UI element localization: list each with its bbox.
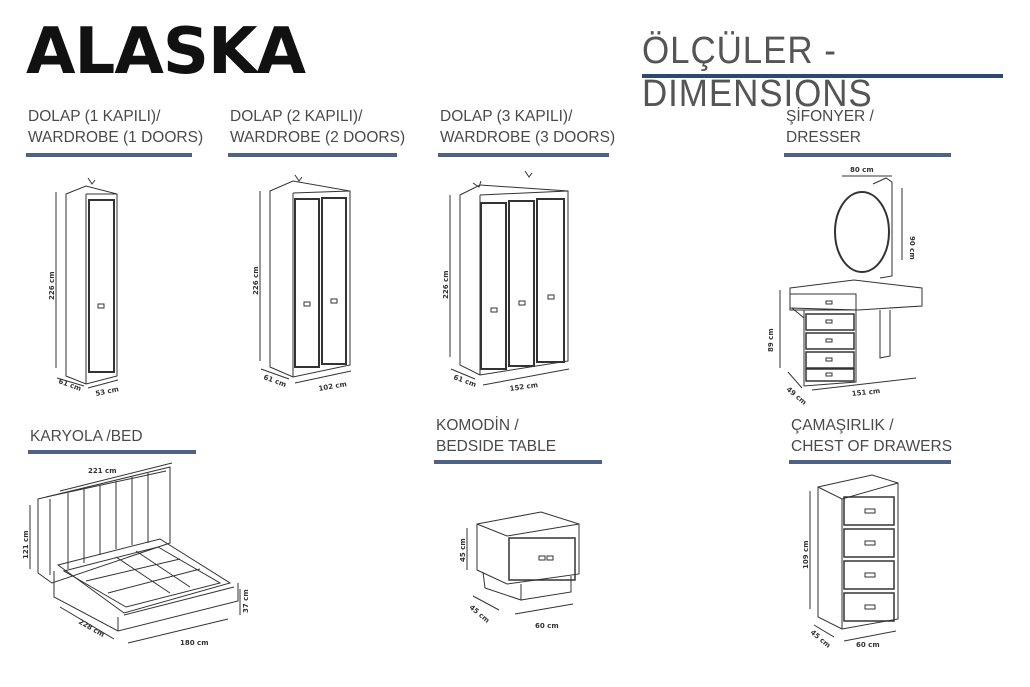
wardrobe2-drawing: 226 cm 61 cm 102 cm (252, 174, 352, 393)
wardrobe1-width-label: 53 cm (95, 385, 120, 398)
wardrobe2-label-tr: DOLAP (2 KAPILI)/ (230, 108, 363, 125)
bedside-drawing: 45 cm 45 cm 60 cm (459, 511, 580, 630)
dimensions-title-underline (642, 74, 1003, 78)
dresser-mirror-height-label: 90 cm (908, 236, 916, 260)
bedside-height-label: 45 cm (459, 538, 467, 562)
bedside-label: KOMODİN / BEDSIDE TABLE (436, 415, 556, 457)
brand-logo: ALASKA (26, 15, 306, 89)
dresser-label-tr: ŞİFONYER / (786, 108, 874, 125)
wardrobe3-label-en: WARDROBE (3 DOORS) (440, 129, 616, 146)
dresser-label: ŞİFONYER / DRESSER (786, 106, 874, 148)
bed-label: KARYOLA /BED (30, 426, 143, 447)
chest-width-label: 60 cm (856, 641, 880, 649)
wardrobe1-underline (26, 153, 192, 157)
bed-label-text: KARYOLA /BED (30, 428, 143, 445)
wardrobe3-height-label: 226 cm (442, 271, 450, 300)
wardrobe1-drawing: 226 cm 61 cm 53 cm (48, 177, 120, 398)
wardrobe3-underline (438, 153, 609, 157)
bed-width-label: 180 cm (180, 639, 209, 647)
wardrobe2-underline (228, 153, 397, 157)
wardrobe3-drawing: 226 cm 61 cm 152 cm (442, 170, 570, 393)
wardrobe3-label: DOLAP (3 KAPILI)/ WARDROBE (3 DOORS) (440, 106, 615, 148)
dresser-drawing: 80 cm 90 cm 89 cm 49 cm 151 cm (767, 166, 923, 405)
dresser-width-label: 151 cm (851, 387, 880, 398)
chest-label: ÇAMAŞIRLIK / CHEST OF DRAWERS (791, 415, 952, 457)
chest-underline (789, 460, 951, 464)
bed-headboard-width-label: 221 cm (88, 467, 117, 475)
wardrobe2-label: DOLAP (2 KAPILI)/ WARDROBE (2 DOORS) (230, 106, 405, 148)
wardrobe3-width-label: 152 cm (509, 381, 538, 393)
chest-label-tr: ÇAMAŞIRLIK / (791, 417, 894, 434)
bedside-label-en: BEDSIDE TABLE (436, 438, 557, 455)
wardrobe1-height-label: 226 cm (48, 272, 56, 301)
wardrobe2-width-label: 102 cm (318, 380, 347, 393)
chest-height-label: 109 cm (802, 541, 810, 570)
dresser-mirror-width-label: 80 cm (850, 166, 874, 174)
dresser-underline (784, 153, 951, 157)
dimensions-title: ÖLÇÜLER - DIMENSIONS (642, 30, 873, 115)
wardrobe1-depth-label: 61 cm (57, 377, 82, 393)
dresser-depth-label: 49 cm (785, 385, 808, 405)
dresser-label-en: DRESSER (786, 129, 861, 146)
bedside-underline (434, 460, 602, 464)
bedside-label-tr: KOMODİN / (436, 417, 519, 434)
bed-length-label: 228 cm (77, 618, 106, 639)
bed-drawing: 221 cm 121 cm 228 cm 180 cm 37 cm (22, 462, 250, 647)
bedside-depth-label: 45 cm (468, 603, 491, 624)
dresser-height-label: 89 cm (767, 328, 775, 352)
bed-headboard-height-label: 121 cm (22, 531, 30, 560)
chest-depth-label: 45 cm (809, 628, 832, 649)
bedside-width-label: 60 cm (535, 622, 559, 630)
wardrobe1-label: DOLAP (1 KAPILI)/ WARDROBE (1 DOORS) (28, 106, 203, 148)
bed-underline (28, 450, 196, 454)
chest-drawing: 109 cm 45 cm 60 cm (802, 474, 899, 650)
wardrobe3-depth-label: 61 cm (452, 373, 477, 389)
bed-frame-height-label: 37 cm (242, 589, 250, 613)
wardrobe1-label-en: WARDROBE (1 DOORS) (28, 129, 204, 146)
wardrobe2-depth-label: 61 cm (262, 373, 287, 389)
wardrobe3-label-tr: DOLAP (3 KAPILI)/ (440, 108, 573, 125)
wardrobe2-label-en: WARDROBE (2 DOORS) (230, 129, 406, 146)
wardrobe2-height-label: 226 cm (252, 267, 260, 296)
chest-label-en: CHEST OF DRAWERS (791, 438, 953, 455)
wardrobe1-label-tr: DOLAP (1 KAPILI)/ (28, 108, 161, 125)
